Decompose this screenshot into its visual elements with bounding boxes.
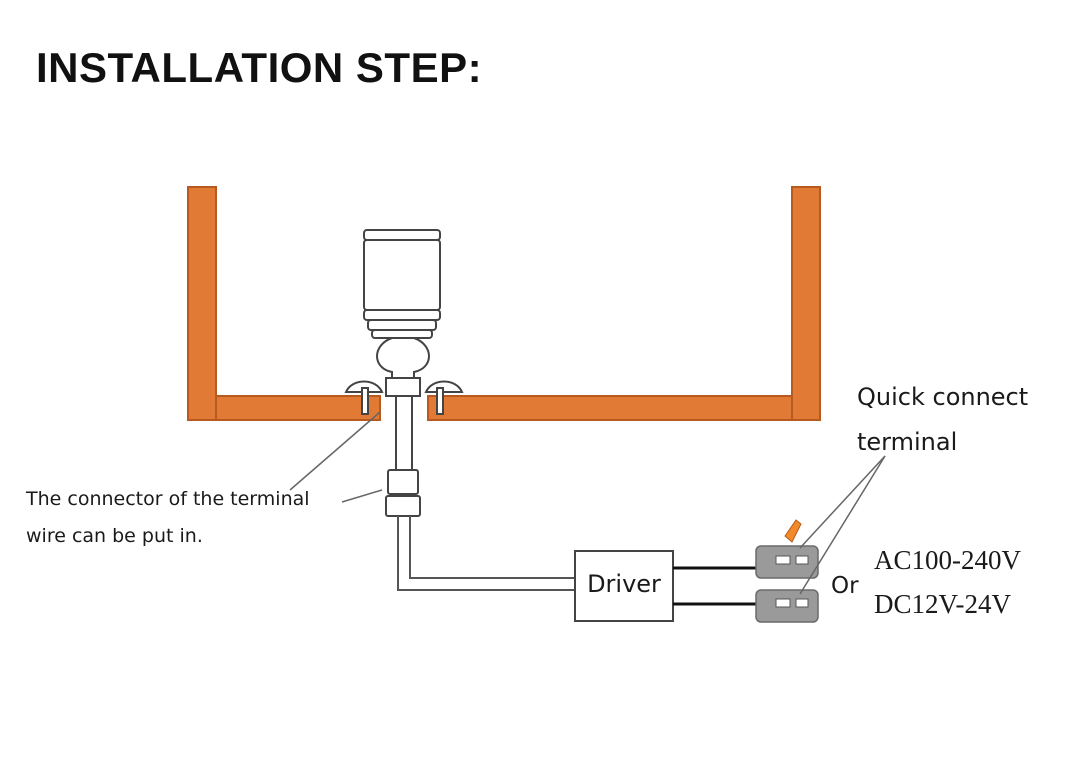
- light-bulb-icon: [363, 229, 441, 473]
- right-wall: [791, 186, 821, 421]
- driver-label: Driver: [587, 570, 661, 598]
- driver-box: Driver: [574, 550, 674, 622]
- left-wall: [187, 186, 217, 421]
- cable-connector: [385, 469, 421, 517]
- driver-output-wires: [673, 566, 760, 606]
- bottom-panel-right: [427, 395, 793, 421]
- bottom-panel-left: [215, 395, 381, 421]
- mounting-clips: [344, 380, 464, 415]
- or-label: Or: [831, 573, 859, 599]
- lamp-cable: [397, 516, 575, 591]
- page-title: INSTALLATION STEP:: [36, 44, 483, 91]
- voltage-dc-label: DC12V-24V: [874, 589, 1012, 619]
- cabinet-panel: [187, 186, 821, 421]
- connector-note-line2: wire can be put in.: [26, 525, 203, 547]
- quick-connect-terminal-icon: [755, 519, 819, 623]
- leader-lines: [289, 411, 886, 595]
- quick-connect-label-line1: Quick connect: [857, 383, 1028, 411]
- voltage-ac-label: AC100-240V: [874, 545, 1021, 575]
- quick-connect-label-line2: terminal: [857, 428, 957, 456]
- connector-note-line1: The connector of the terminal: [25, 488, 310, 510]
